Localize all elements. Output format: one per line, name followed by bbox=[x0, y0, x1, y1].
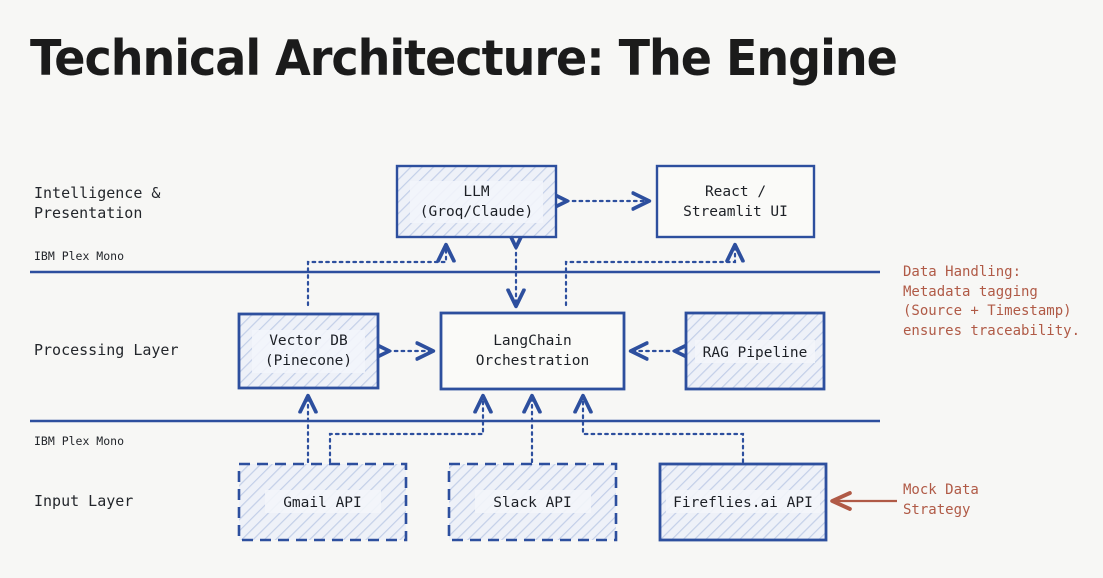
node-llm-line2: (Groq/Claude) bbox=[420, 204, 534, 220]
node-rag-pipeline-line1: RAG Pipeline bbox=[703, 345, 808, 361]
node-vector-db-line2: (Pinecone) bbox=[265, 353, 352, 369]
node-slack-api[interactable]: Slack API bbox=[447, 462, 618, 542]
annotation-mock-data: Mock Data Strategy bbox=[903, 482, 979, 518]
layer-label-intelligence: Intelligence & Presentation bbox=[34, 184, 161, 222]
node-vector-db-line1: Vector DB bbox=[269, 333, 348, 349]
layer-label-input: Input Layer bbox=[34, 492, 134, 510]
font-note-processing: IBM Plex Mono bbox=[34, 434, 125, 448]
connector-gmail-langchain bbox=[328, 397, 483, 464]
node-langchain[interactable]: LangChain Orchestration bbox=[439, 311, 626, 391]
node-langchain-line1: LangChain bbox=[493, 333, 572, 349]
node-vector-db[interactable]: Vector DB (Pinecone) bbox=[237, 312, 380, 390]
node-react-ui[interactable]: React / Streamlit UI bbox=[655, 164, 816, 239]
layer-label-processing: Processing Layer bbox=[34, 341, 179, 359]
node-langchain-line2: Orchestration bbox=[476, 353, 590, 369]
node-llm-line1: LLM bbox=[463, 184, 489, 200]
node-fireflies-api-line1: Fireflies.ai API bbox=[673, 495, 813, 511]
connector-langchain-react bbox=[564, 246, 735, 307]
node-llm[interactable]: LLM (Groq/Claude) bbox=[395, 164, 558, 239]
node-react-ui-line1: React / bbox=[705, 184, 766, 200]
node-fireflies-api[interactable]: Fireflies.ai API bbox=[658, 462, 828, 542]
node-react-ui-line2: Streamlit UI bbox=[683, 204, 788, 220]
page-title: Technical Architecture: The Engine bbox=[30, 30, 898, 87]
node-gmail-api[interactable]: Gmail API bbox=[237, 462, 408, 542]
node-slack-api-line1: Slack API bbox=[493, 495, 572, 511]
font-note-intelligence: IBM Plex Mono bbox=[34, 249, 125, 263]
annotation-data-handling: Data Handling: Metadata tagging (Source … bbox=[903, 264, 1081, 339]
node-gmail-api-line1: Gmail API bbox=[283, 495, 362, 511]
connector-fireflies-langchain bbox=[583, 397, 745, 464]
node-rag-pipeline[interactable]: RAG Pipeline bbox=[684, 311, 826, 391]
connector-vectordb-llm bbox=[306, 246, 446, 307]
